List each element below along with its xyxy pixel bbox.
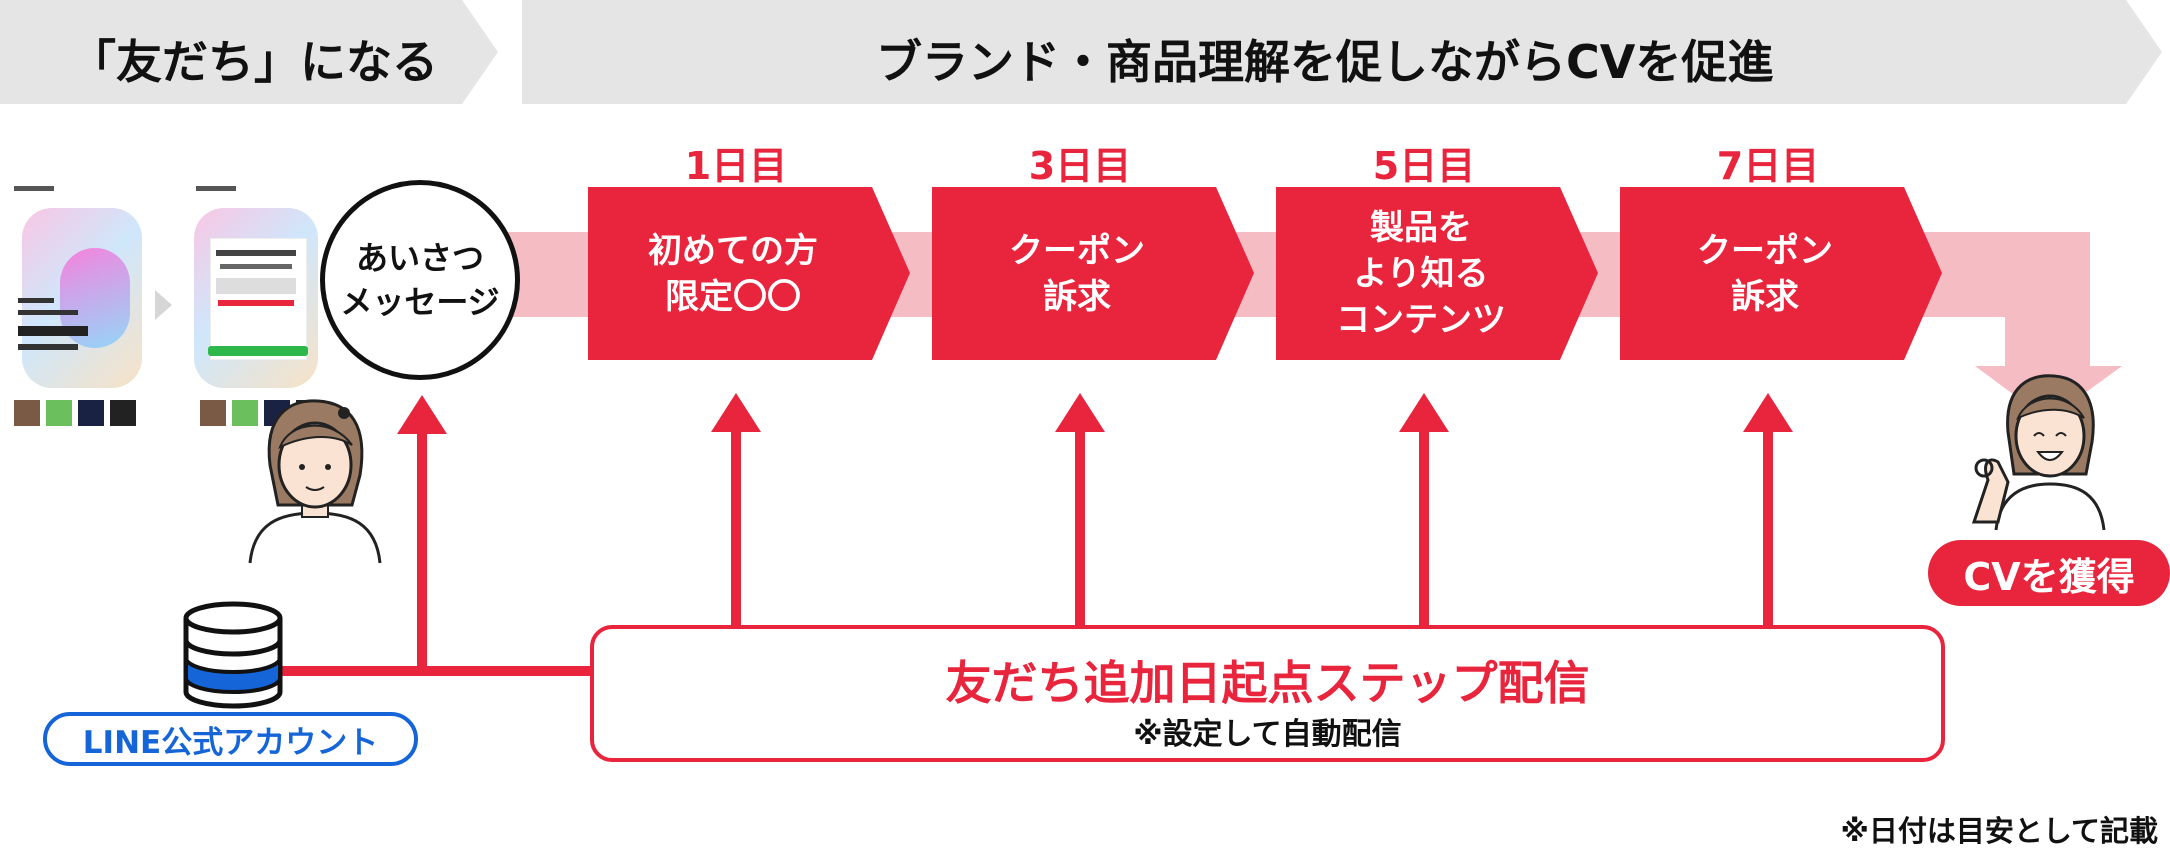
header-right-chevron (522, 0, 2162, 104)
arrow-up-step-3 (1399, 393, 1449, 432)
step-chevron-2 (932, 187, 1254, 360)
header-right-label: ブランド・商品理解を促しながらCVを促進 (876, 35, 1774, 89)
header-left-label: 「友だち」になる (70, 35, 438, 89)
step-day-2: 3日目 (1028, 144, 1132, 188)
step-delivery-title: 友だち追加日起点ステップ配信 (945, 656, 1590, 710)
step-day-1: 1日目 (684, 144, 788, 188)
step-label-3: 製品を より知る コンテンツ (1336, 208, 1506, 340)
step-day-4: 7日目 (1716, 144, 1820, 188)
cv-result-badge: CVを獲得 (1928, 540, 2170, 606)
phone-mockup-1 (8, 178, 153, 443)
line-official-account-badge: LINE公式アカウント (43, 712, 418, 766)
mockup-arrow (155, 290, 172, 320)
step-delivery-subtitle: ※設定して自動配信 (1133, 717, 1402, 752)
arrow-up-step-4 (1743, 393, 1793, 432)
header-left-chevron (0, 0, 498, 104)
header-bar (0, 0, 2162, 104)
step-day-3: 5日目 (1372, 144, 1476, 188)
arrow-up-step-2 (1055, 393, 1105, 432)
step-chevron-3 (1276, 187, 1598, 360)
greeting-message-circle: あいさつ メッセージ (320, 180, 520, 380)
arrow-up-step-1 (711, 393, 761, 432)
happy-person-icon (1971, 374, 2106, 531)
step-delivery-box: 友だち追加日起点ステップ配信 ※設定して自動配信 (590, 625, 1945, 762)
step-chevron-1 (588, 187, 910, 360)
step-label-4: クーポン 訴求 (1697, 231, 1833, 317)
arrow-up-greeting (397, 395, 447, 434)
person-icon (248, 399, 382, 564)
phone-mockup-2 (180, 178, 325, 443)
database-icon (183, 601, 283, 709)
step-label-2: クーポン 訴求 (1009, 231, 1145, 317)
footnote: ※日付は目安として記載 (1840, 814, 2158, 848)
step-label-1: 初めての方 限定〇〇 (648, 231, 818, 317)
step-chevron-4 (1620, 187, 1942, 360)
